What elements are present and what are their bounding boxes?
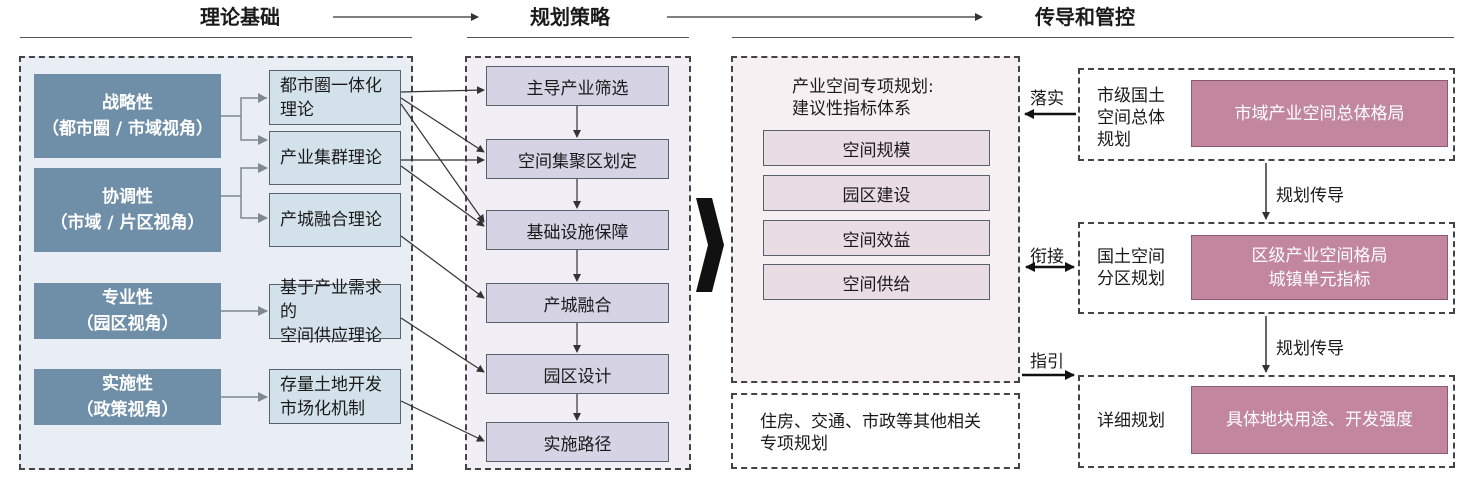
strategy-box-cluster-zoning: 空间集聚区划定 (486, 139, 669, 179)
other-plans-text: 住房、交通、市政等其他相关 专项规划 (760, 411, 981, 455)
special-plan-title: 产业空间专项规划: 建议性指标体系 (792, 76, 934, 120)
special-plan-panel (731, 56, 1020, 383)
perspective-title: 专业性 (102, 288, 153, 308)
level-name-line: 市级国土 (1097, 86, 1165, 106)
strategy-box-implementation: 实施路径 (486, 422, 669, 462)
level-name-line: 国土空间 (1097, 247, 1165, 267)
indicator-box-benefit: 空间效益 (763, 220, 990, 256)
other-plans-line1: 住房、交通、市政等其他相关 (760, 412, 981, 432)
perspective-box-coordination: 协调性 （市域 / 片区视角） (34, 168, 221, 252)
special-plan-title-line2: 建议性指标体系 (792, 99, 911, 119)
level-name-line: 分区规划 (1097, 269, 1165, 289)
perspective-sub: （都市圈 / 市域视角） (41, 119, 214, 139)
link-metro-selection (400, 86, 485, 95)
strategy-box-industry-selection: 主导产业筛选 (486, 66, 669, 106)
indicator-box-supply: 空间供给 (763, 264, 990, 300)
strategy-box-park-design: 园区设计 (486, 354, 669, 394)
link-metro-infra (400, 103, 485, 223)
relation-label-guide: 指引 (1030, 352, 1064, 372)
other-plans-panel (731, 393, 1020, 469)
perspective-sub: （市域 / 片区视角） (50, 213, 205, 233)
header-strategy: 规划策略 (530, 5, 610, 29)
perspective-sub: （政策视角） (76, 400, 179, 420)
guide-label-district-to-detailed: 规划传导 (1276, 339, 1344, 359)
theory-box-metropolitan: 都市圈一体化理论 (269, 70, 401, 125)
perspective-title: 战略性 (102, 93, 153, 113)
level-name-line: 空间总体 (1097, 108, 1165, 128)
theory-line2: 理论 (280, 99, 314, 120)
level-content-line: 区级产业空间格局 (1251, 245, 1388, 266)
level-content-line: 具体地块用途、开发强度 (1226, 410, 1413, 430)
level-content-district: 区级产业空间格局 城镇单元指标 (1191, 235, 1448, 300)
strategy-panel (465, 56, 691, 470)
bracket-strategic (221, 97, 267, 117)
header-underline-strategy (467, 37, 689, 38)
theory-box-market: 存量土地开发市场化机制 (269, 369, 401, 424)
special-plan-title-line1: 产业空间专项规划: (792, 77, 934, 97)
other-plans-line2: 专项规划 (760, 434, 828, 454)
level-name-detailed: 详细规划 (1097, 410, 1165, 432)
level-content-city: 市域产业空间总体格局 (1191, 80, 1448, 147)
perspective-box-implementation: 实施性 （政策视角） (34, 369, 221, 425)
link-market-implementation (400, 400, 485, 442)
theory-line1: 基于产业需求的 (280, 277, 382, 322)
theory-line1: 都市圈一体化 (280, 75, 382, 96)
indicator-box-park: 园区建设 (763, 175, 990, 211)
level-content-line: 市域产业空间总体格局 (1234, 103, 1405, 124)
guide-label-city-to-district: 规划传导 (1276, 186, 1344, 206)
level-content-line: 城镇单元指标 (1268, 269, 1371, 290)
perspective-box-strategic: 战略性 （都市圈 / 市域视角） (34, 74, 221, 158)
relation-label-implement: 落实 (1030, 89, 1064, 109)
theory-box-integration: 产城融合理论 (269, 193, 401, 247)
bracket-strategic-lower (240, 116, 268, 145)
link-supply-design (400, 317, 485, 373)
perspective-sub: （园区视角） (76, 314, 179, 334)
level-name-line: 规划 (1097, 130, 1131, 150)
header-transmission: 传导和管控 (1035, 5, 1135, 29)
perspective-title: 协调性 (102, 187, 153, 207)
strategy-box-infrastructure: 基础设施保障 (486, 210, 669, 250)
theory-line1: 产城融合理论 (280, 210, 382, 230)
theory-line2: 市场化机制 (280, 398, 365, 419)
link-metro-zoning (400, 97, 485, 153)
indicator-box-scale: 空间规模 (763, 130, 990, 166)
level-content-detailed: 具体地块用途、开发强度 (1191, 386, 1448, 454)
bracket-coordination-lower (240, 196, 268, 223)
theory-box-supply: 基于产业需求的空间供应理论 (269, 278, 401, 346)
strategy-box-integration: 产城融合 (486, 283, 669, 323)
level-name-city: 市级国土 空间总体 规划 (1097, 85, 1165, 151)
header-underline-transmission (732, 37, 1454, 38)
theory-box-cluster: 产业集群理论 (269, 131, 401, 185)
perspective-title: 实施性 (102, 374, 153, 394)
link-cluster-infra (400, 165, 485, 227)
theory-line1: 存量土地开发 (280, 374, 382, 395)
header-theory: 理论基础 (200, 5, 280, 29)
big-chevron-icon (696, 198, 724, 292)
arrow-head-strategic (258, 93, 267, 103)
header-underline-theory (20, 37, 412, 38)
bracket-coordination (221, 163, 268, 197)
link-integration-fusion (400, 235, 485, 299)
theory-line1: 产业集群理论 (280, 148, 382, 168)
theory-line2: 空间供应理论 (280, 325, 382, 346)
level-name-district: 国土空间 分区规划 (1097, 246, 1165, 290)
perspective-box-professional: 专业性 （园区视角） (34, 283, 221, 339)
level-name-line: 详细规划 (1097, 411, 1165, 431)
